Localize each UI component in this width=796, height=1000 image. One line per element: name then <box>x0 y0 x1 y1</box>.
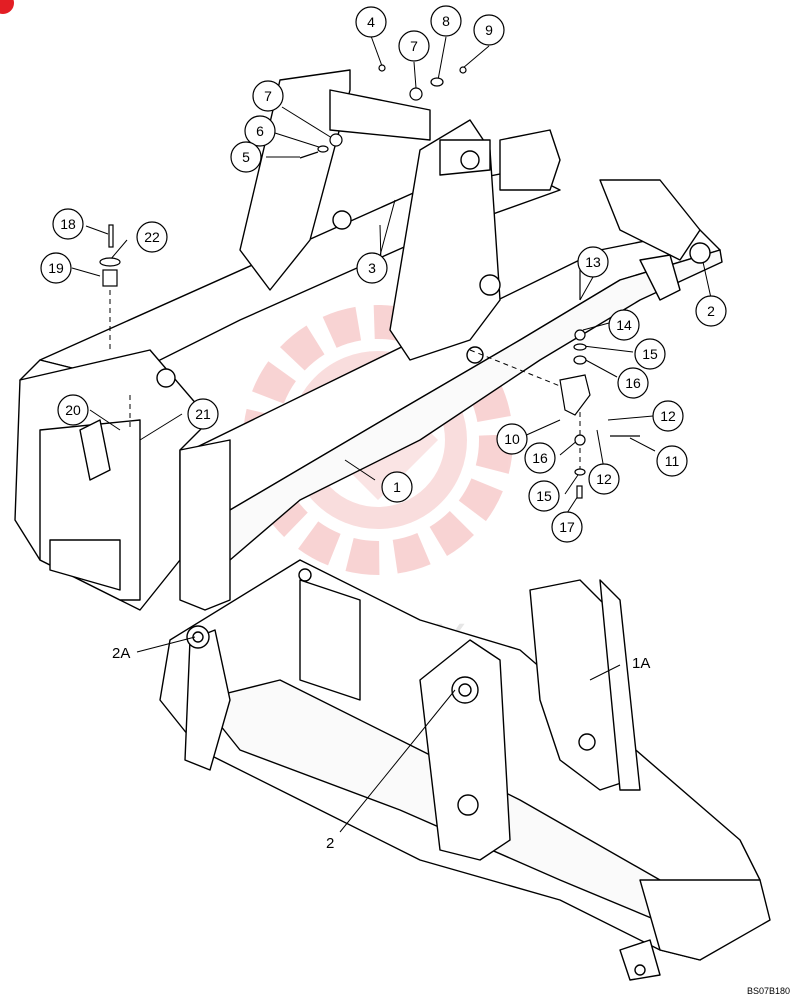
callout-circle <box>617 367 649 399</box>
callout-c6: 6 <box>244 115 276 147</box>
callout-c16a: 16 <box>617 367 649 399</box>
callout-circle <box>430 5 462 37</box>
callout-c5: 5 <box>230 141 262 173</box>
callout-c21: 21 <box>187 398 219 430</box>
callout-circle <box>40 252 72 284</box>
callout-number: 18 <box>60 216 76 232</box>
callout-c11: 11 <box>656 445 688 477</box>
callout-number: 17 <box>559 519 575 535</box>
callout-circle <box>136 221 168 253</box>
callout-circle <box>355 6 387 38</box>
callout-number: 19 <box>48 260 64 276</box>
callout-c12b: 12 <box>588 463 620 495</box>
callout-number: 10 <box>504 431 520 447</box>
corner-marker <box>0 0 14 14</box>
callout-c14: 14 <box>608 309 640 341</box>
drawing-code: BS07B180 <box>746 986 790 996</box>
label-l1A: 1A <box>632 655 650 672</box>
callout-number: 20 <box>65 402 81 418</box>
callout-c12a: 12 <box>652 400 684 432</box>
callout-circle <box>524 442 556 474</box>
callout-circle <box>551 511 583 543</box>
callout-number: 7 <box>410 38 418 54</box>
callout-number: 8 <box>442 13 450 29</box>
assembly-dashed-lines <box>109 290 581 470</box>
callout-circle <box>473 14 505 46</box>
callout-circle <box>57 394 89 426</box>
callout-c19: 19 <box>40 252 72 284</box>
callout-circle <box>496 423 528 455</box>
hardware-parts <box>99 64 640 499</box>
callout-c10: 10 <box>496 423 528 455</box>
callout-c15b: 15 <box>528 480 560 512</box>
callout-c4: 4 <box>355 6 387 38</box>
callout-c9: 9 <box>473 14 505 46</box>
callout-number: 16 <box>625 375 641 391</box>
callout-circle <box>528 480 560 512</box>
callout-circle <box>634 338 666 370</box>
callout-circle <box>52 208 84 240</box>
label-l2A: 2A <box>112 645 130 662</box>
callout-number: 2 <box>707 303 715 319</box>
upper-frame-assembly <box>14 69 723 611</box>
callout-number: 6 <box>256 123 264 139</box>
callout-number: 15 <box>642 346 658 362</box>
lower-frame-assembly <box>159 559 771 981</box>
callout-circle <box>252 80 284 112</box>
callout-c7a: 7 <box>398 30 430 62</box>
callout-circle <box>356 252 388 284</box>
callout-number: 12 <box>596 471 612 487</box>
callout-circle <box>588 463 620 495</box>
callout-number: 22 <box>144 229 160 245</box>
callout-circle <box>244 115 276 147</box>
callout-c3: 3 <box>356 252 388 284</box>
callout-c7b: 7 <box>252 80 284 112</box>
callout-number: 21 <box>195 406 211 422</box>
callout-c17: 17 <box>551 511 583 543</box>
callout-c16b: 16 <box>524 442 556 474</box>
callout-c13: 13 <box>577 246 609 278</box>
callout-circle <box>398 30 430 62</box>
callout-circle <box>695 295 727 327</box>
callout-number: 15 <box>536 488 552 504</box>
callout-number: 3 <box>368 260 376 276</box>
callout-circle <box>608 309 640 341</box>
callout-circle <box>656 445 688 477</box>
callout-number: 11 <box>665 453 680 469</box>
callout-number: 9 <box>485 22 493 38</box>
callout-number: 12 <box>660 408 676 424</box>
callout-circle <box>652 400 684 432</box>
callout-c2: 2 <box>695 295 727 327</box>
callout-c22: 22 <box>136 221 168 253</box>
callout-c8: 8 <box>430 5 462 37</box>
callout-number: 5 <box>242 149 250 165</box>
callout-c1: 1 <box>381 471 413 503</box>
callout-circle <box>230 141 262 173</box>
callout-number: 14 <box>616 317 632 333</box>
plain-label-group: 2A 1A 2 <box>112 645 650 852</box>
callout-circle <box>187 398 219 430</box>
callout-circle <box>577 246 609 278</box>
callout-number: 4 <box>367 14 375 30</box>
callout-c15a: 15 <box>634 338 666 370</box>
callout-circle <box>381 471 413 503</box>
label-l2: 2 <box>326 835 334 852</box>
callout-number: 1 <box>393 479 401 495</box>
callout-number: 16 <box>532 450 548 466</box>
callout-c18: 18 <box>52 208 84 240</box>
callout-number: 13 <box>585 254 601 270</box>
callout-number: 7 <box>264 88 272 104</box>
callout-c20: 20 <box>57 394 89 426</box>
